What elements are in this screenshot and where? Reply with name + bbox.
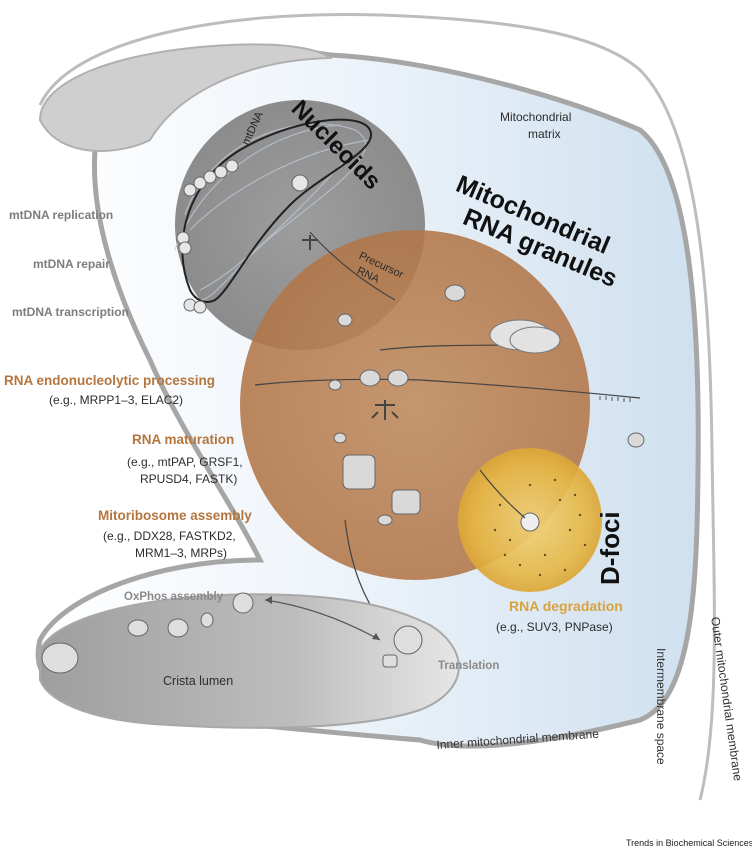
degradosome: [520, 512, 540, 532]
process-degradation-title: RNA degradation: [509, 598, 623, 614]
label-mtdna-replication: mtDNA replication: [9, 208, 114, 222]
label-intermembrane-space: Intermembrane space: [654, 648, 668, 765]
label-mtdna-transcription: mtDNA transcription: [12, 305, 129, 319]
process-mitoribosome-example-2: MRM1–3, MRPs): [135, 546, 228, 560]
label-crista-lumen: Crista lumen: [163, 674, 234, 688]
footer-journal: Trends in Biochemical Sciences: [626, 838, 752, 848]
label-oxphos-assembly: OxPhos assembly: [124, 591, 224, 603]
process-mitoribosome-example-1: (e.g., DDX28, FASTKD2,: [103, 529, 236, 543]
title-dfoci: D-foci: [595, 511, 625, 585]
process-maturation-example-2: RPUSD4, FASTK): [140, 472, 238, 486]
process-maturation-title: RNA maturation: [132, 432, 235, 447]
membrane-fold: [38, 43, 333, 153]
outer-membrane: [38, 13, 716, 801]
label-translation: Translation: [438, 660, 500, 672]
process-maturation-example-1: (e.g., mtPAP, GRSF1,: [127, 455, 243, 469]
label-matrix-line2: matrix: [528, 127, 561, 141]
process-mitoribosome-title: Mitoribosome assembly: [98, 508, 252, 523]
label-matrix-line1: Mitochondrial: [500, 110, 572, 124]
label-mtdna-repair: mtDNA repair: [33, 257, 110, 271]
process-endo-title: RNA endonucleolytic processing: [4, 373, 216, 388]
process-degradation-example: (e.g., SUV3, PNPase): [496, 620, 613, 634]
process-endo-example: (e.g., MRPP1–3, ELAC2): [49, 393, 184, 407]
